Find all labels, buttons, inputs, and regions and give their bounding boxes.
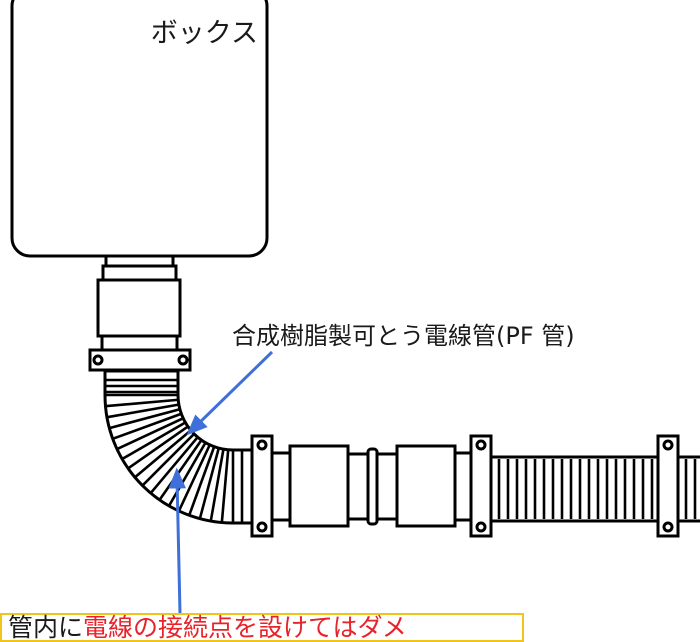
vertical-saddle-clamp xyxy=(88,348,192,372)
box-connector xyxy=(96,254,182,352)
warning-prefix: 管内に xyxy=(8,613,84,642)
warning-callout: 管内に電線の接続点を設けてはダメ xyxy=(0,613,524,642)
flexible-pipe-bend xyxy=(103,369,254,525)
coupling-assembly xyxy=(270,444,473,528)
pipe-label-arrow xyxy=(186,350,274,436)
flexible-pipe-straight xyxy=(489,455,660,523)
warning-text: 管内に電線の接続点を設けてはダメ xyxy=(8,615,407,641)
warning-highlight: 電線の接続点を設けてはダメ xyxy=(83,613,407,642)
flexible-pipe-end xyxy=(676,455,700,523)
saddle-clamp-2 xyxy=(469,434,493,538)
box-label: ボックス xyxy=(151,18,258,49)
warning-arrow xyxy=(168,467,186,614)
saddle-clamp-1 xyxy=(250,434,274,538)
pipe-label: 合成樹脂製可とう電線管(PF 管) xyxy=(232,322,575,350)
saddle-clamp-3 xyxy=(656,434,680,538)
